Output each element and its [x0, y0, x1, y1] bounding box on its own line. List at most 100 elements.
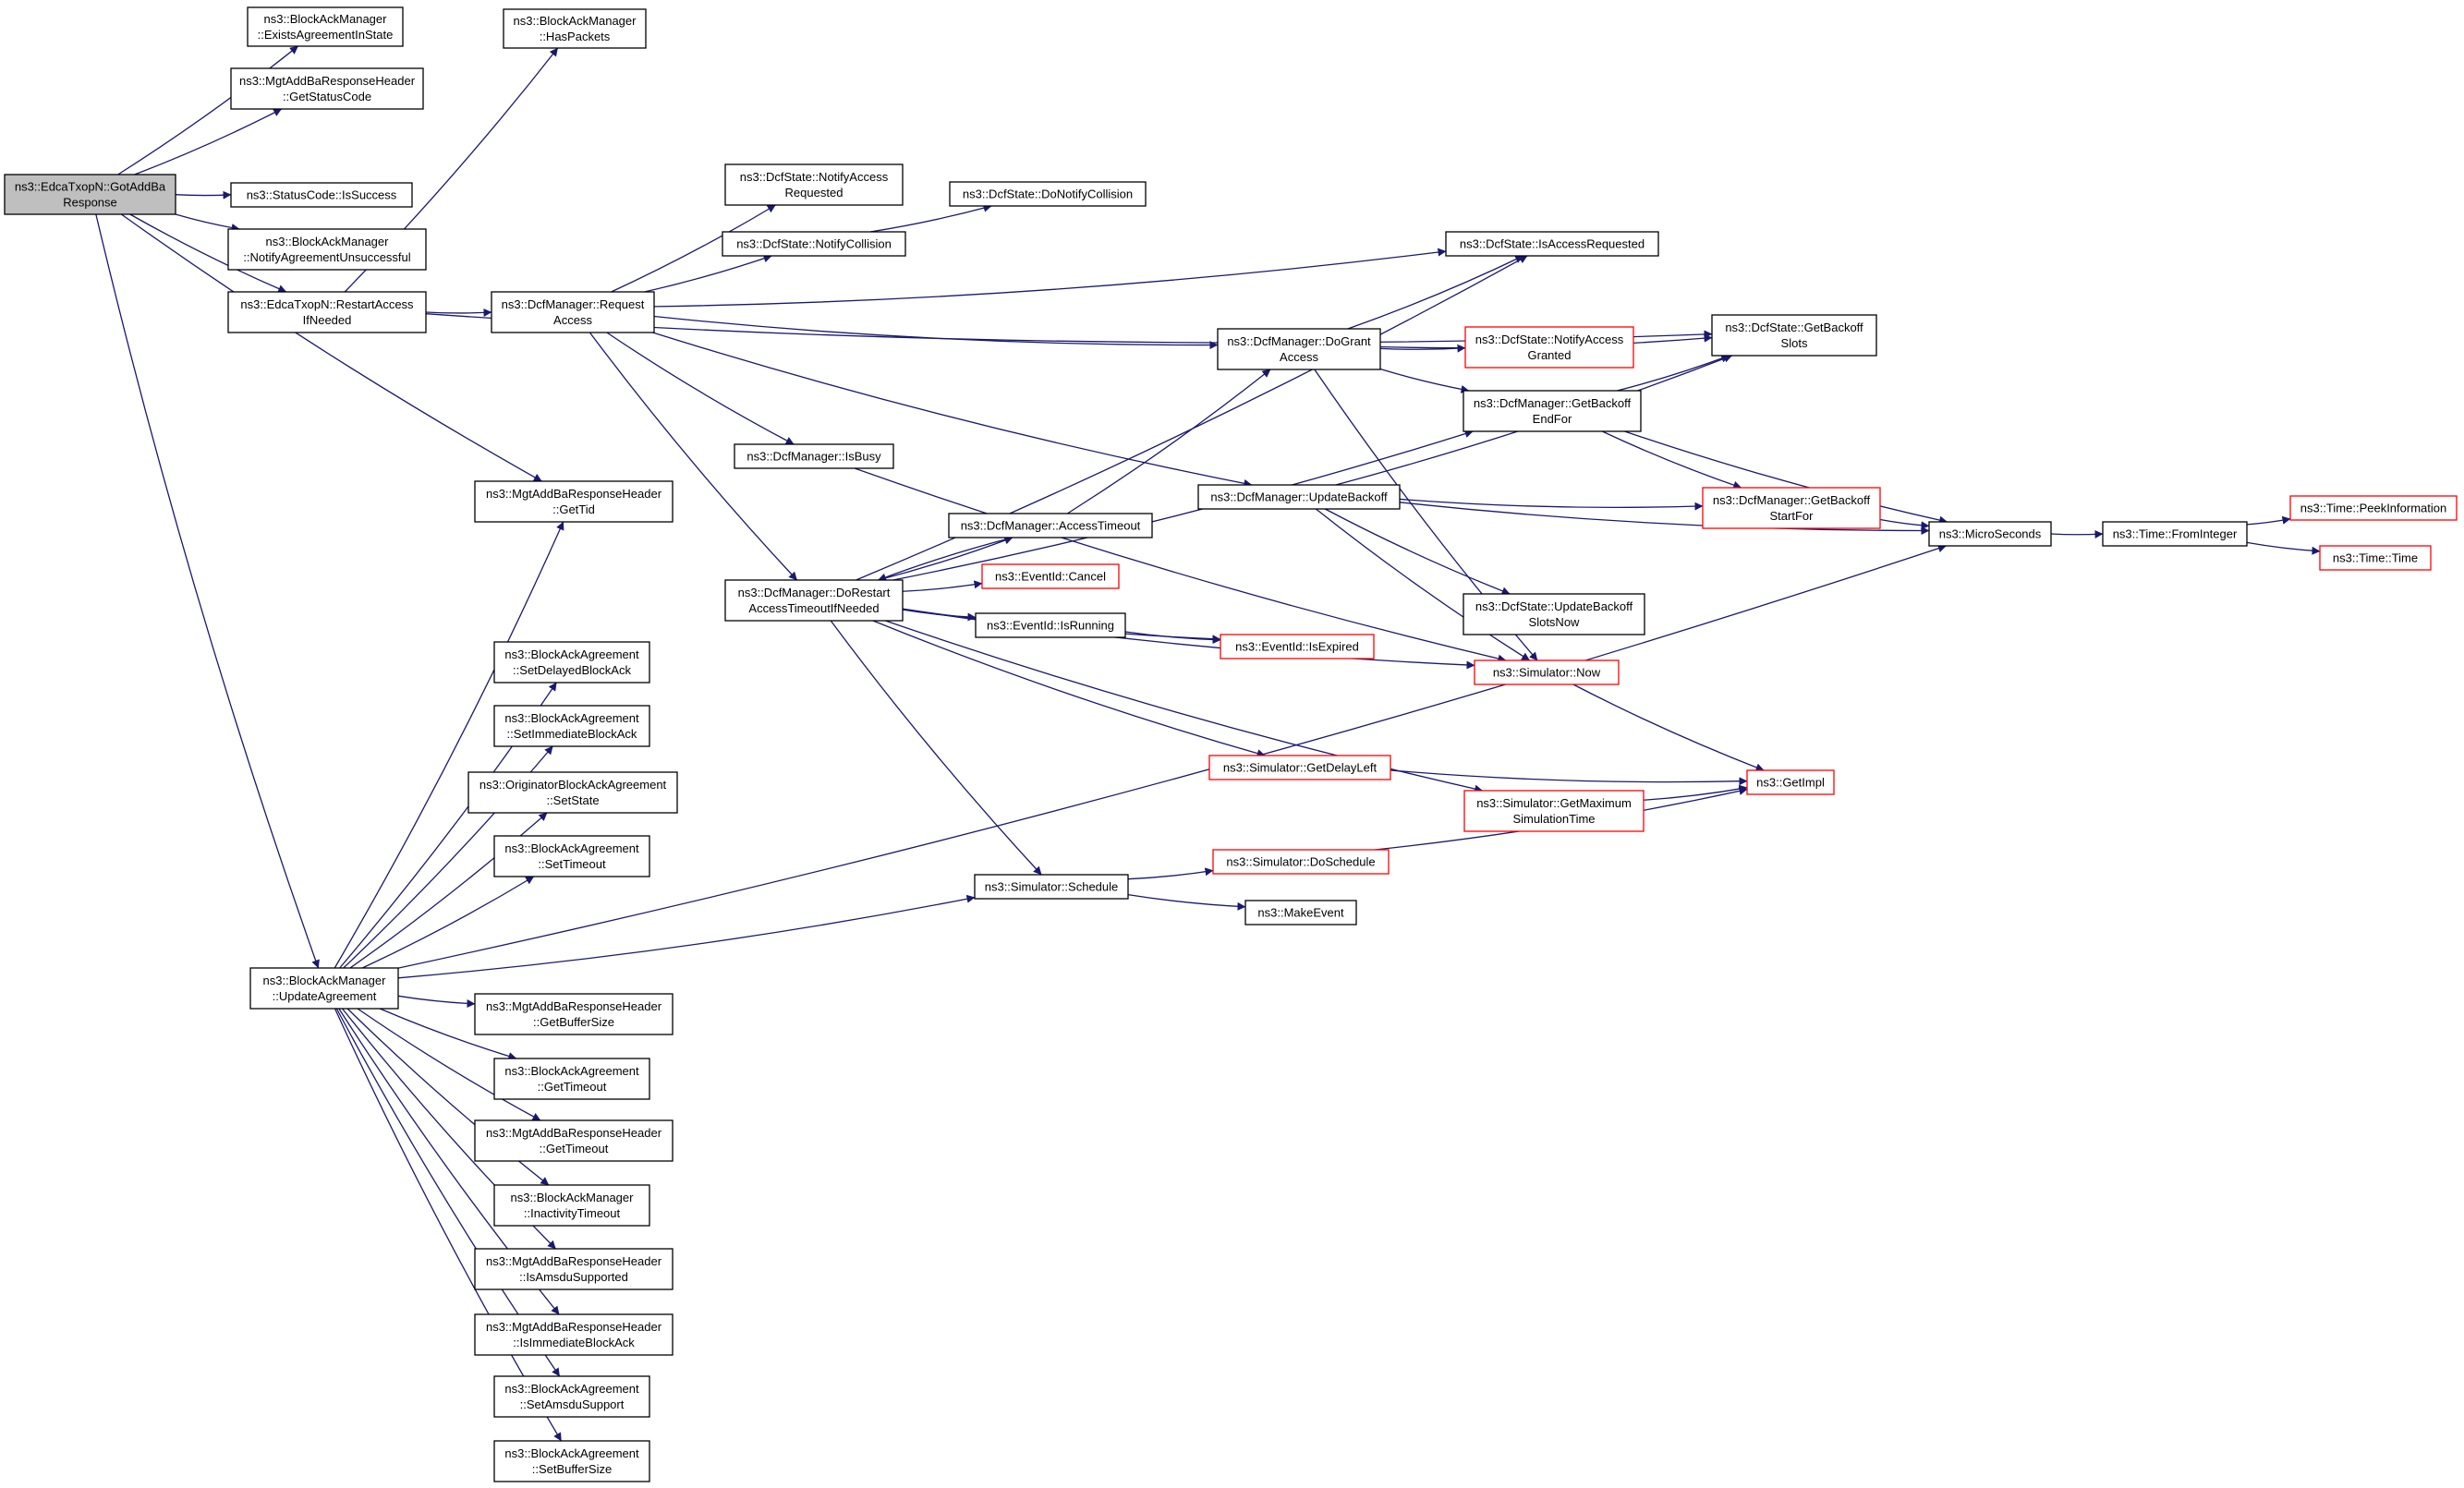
node-box: [474, 993, 674, 1035]
node-box: [1474, 659, 1620, 685]
node-label: ::SetBufferSize: [532, 1462, 612, 1476]
edge-updatebackoff-to-getbackoffstartfor: [1399, 498, 1704, 511]
node-peekinfo[interactable]: ns3::Time::PeekInformation: [2289, 495, 2458, 521]
node-setamsdu[interactable]: ns3::BlockAckAgreement::SetAmsduSupport: [493, 1375, 650, 1418]
edge-dogrant-to-notifygranted: [1379, 344, 1466, 353]
edge-dorestart-to-getbackoffendfor: [892, 429, 1474, 581]
node-box: [503, 8, 647, 49]
node-box: [1197, 484, 1401, 510]
node-box: [227, 291, 427, 333]
node-label: ::ExistsAgreementInState: [258, 28, 394, 42]
node-schedule[interactable]: ns3::Simulator::Schedule: [974, 874, 1129, 900]
node-label: ns3::DcfState::NotifyCollision: [736, 237, 892, 251]
node-evcancel[interactable]: ns3::EventId::Cancel: [981, 563, 1120, 589]
node-notifycoll[interactable]: ns3::DcfState::NotifyCollision: [722, 231, 906, 257]
node-timetime[interactable]: ns3::Time::Time: [2319, 545, 2432, 571]
node-label: ns3::StatusCode::IsSuccess: [247, 188, 397, 202]
node-getstatus[interactable]: ns3::MgtAddBaResponseHeader::GetStatusCo…: [230, 67, 424, 110]
node-label: ns3::DcfManager::Request: [502, 297, 645, 311]
node-getbuffersize[interactable]: ns3::MgtAddBaResponseHeader::GetBufferSi…: [474, 993, 674, 1035]
node-label: ns3::DcfState::NotifyAccess: [740, 170, 889, 184]
node-isbusy[interactable]: ns3::DcfManager::IsBusy: [734, 443, 894, 469]
node-label: ns3::MgtAddBaResponseHeader: [486, 487, 662, 501]
node-label: ::SetImmediateBlockAck: [507, 727, 637, 741]
node-settimeout[interactable]: ns3::BlockAckAgreement::SetTimeout: [493, 835, 650, 877]
node-label: ::IsAmsduSupported: [519, 1270, 628, 1284]
node-box: [1208, 755, 1391, 780]
node-getdelayleft[interactable]: ns3::Simulator::GetDelayLeft: [1208, 755, 1391, 780]
node-label: ns3::DcfState::IsAccessRequested: [1460, 237, 1645, 251]
node-setstate[interactable]: ns3::OriginatorBlockAckAgreement::SetSta…: [467, 771, 678, 814]
node-setdelayed[interactable]: ns3::BlockAckAgreement::SetDelayedBlockA…: [493, 641, 650, 684]
node-label: ns3::MgtAddBaResponseHeader: [486, 999, 662, 1013]
node-frominteger[interactable]: ns3::Time::FromInteger: [2102, 521, 2248, 547]
node-label: Access: [553, 313, 592, 327]
node-box: [724, 579, 904, 622]
edge-reqaccess-to-notifycoll: [644, 254, 772, 293]
node-label: ns3::MgtAddBaResponseHeader: [486, 1254, 662, 1268]
edge-schedule-to-doschedule: [1127, 867, 1214, 880]
node-label: Response: [63, 196, 117, 210]
node-isaccreq[interactable]: ns3::DcfState::IsAccessRequested: [1445, 231, 1659, 257]
node-label: ns3::DcfManager::IsBusy: [746, 450, 881, 464]
node-isimmediate[interactable]: ns3::MgtAddBaResponseHeader::IsImmediate…: [474, 1313, 674, 1356]
node-donotifycoll[interactable]: ns3::DcfState::DoNotifyCollision: [949, 181, 1147, 207]
node-label: ns3::BlockAckAgreement: [504, 1064, 639, 1078]
node-box: [1928, 521, 2052, 547]
node-label: AccessTimeoutIfNeeded: [748, 601, 879, 615]
node-box: [4, 174, 176, 215]
edge-root-to-exists: [117, 45, 298, 175]
edge-root-to-notifyunsucc: [175, 213, 240, 232]
node-label: ::GetBufferSize: [533, 1015, 614, 1029]
node-simnow[interactable]: ns3::Simulator::Now: [1474, 659, 1620, 685]
node-getimpl[interactable]: ns3::GetImpl: [1746, 769, 1835, 795]
node-bagettimeout[interactable]: ns3::BlockAckAgreement::GetTimeout: [493, 1058, 650, 1100]
edge-dogrant-to-getbackoffendfor: [1379, 368, 1470, 393]
node-label: ns3::DcfManager::AccessTimeout: [961, 519, 1141, 533]
edge-accesstimeout-to-dogrant: [1066, 369, 1271, 514]
edge-updateagr-to-gettid: [334, 521, 564, 969]
node-doschedule[interactable]: ns3::Simulator::DoSchedule: [1212, 849, 1390, 875]
edge-root-to-restart: [129, 213, 287, 293]
edge-schedule-to-makeevent: [1127, 893, 1246, 911]
node-label: ns3::DcfState::UpdateBackoff: [1475, 599, 1633, 613]
node-setbuffersize[interactable]: ns3::BlockAckAgreement::SetBufferSize: [493, 1440, 650, 1482]
node-evisexpired[interactable]: ns3::EventId::IsExpired: [1220, 634, 1375, 659]
node-box: [1711, 314, 1877, 357]
node-setimmediate[interactable]: ns3::BlockAckAgreement::SetImmediateBloc…: [493, 705, 650, 747]
node-label: ns3::EventId::IsExpired: [1235, 640, 1359, 654]
node-isamsdu[interactable]: ns3::MgtAddBaResponseHeader::IsAmsduSupp…: [474, 1248, 674, 1290]
node-issuccess[interactable]: ns3::StatusCode::IsSuccess: [230, 182, 413, 208]
node-dorestart[interactable]: ns3::DcfManager::DoRestartAccessTimeoutI…: [724, 579, 904, 622]
edge-simnow-to-getimpl: [1572, 684, 1765, 772]
node-microseconds[interactable]: ns3::MicroSeconds: [1928, 521, 2052, 547]
node-evisrunning[interactable]: ns3::EventId::IsRunning: [975, 612, 1126, 638]
node-label: ns3::MgtAddBaResponseHeader: [239, 74, 416, 88]
node-label: Access: [1280, 350, 1318, 364]
node-exists[interactable]: ns3::BlockAckManager::ExistsAgreementInS…: [247, 6, 404, 47]
node-accesstimeout[interactable]: ns3::DcfManager::AccessTimeout: [948, 513, 1153, 538]
node-label: ns3::Simulator::GetDelayLeft: [1223, 761, 1378, 775]
node-haspackets[interactable]: ns3::BlockAckManager::HasPackets: [503, 8, 647, 49]
node-updateagr[interactable]: ns3::BlockAckManager::UpdateAgreement: [249, 967, 399, 1010]
node-updatebackoff[interactable]: ns3::DcfManager::UpdateBackoff: [1197, 484, 1401, 510]
node-notifyunsucc[interactable]: ns3::BlockAckManager::NotifyAgreementUns…: [227, 228, 427, 271]
node-box: [1463, 593, 1645, 635]
node-mgtgettimeout[interactable]: ns3::MgtAddBaResponseHeader::GetTimeout: [474, 1119, 674, 1162]
node-inactivity[interactable]: ns3::BlockAckManager::InactivityTimeout: [493, 1184, 650, 1227]
node-makeevent[interactable]: ns3::MakeEvent: [1244, 900, 1357, 925]
node-gettid[interactable]: ns3::MgtAddBaResponseHeader::GetTid: [474, 480, 674, 523]
edge-reqaccess-to-isaccreq: [653, 248, 1447, 308]
